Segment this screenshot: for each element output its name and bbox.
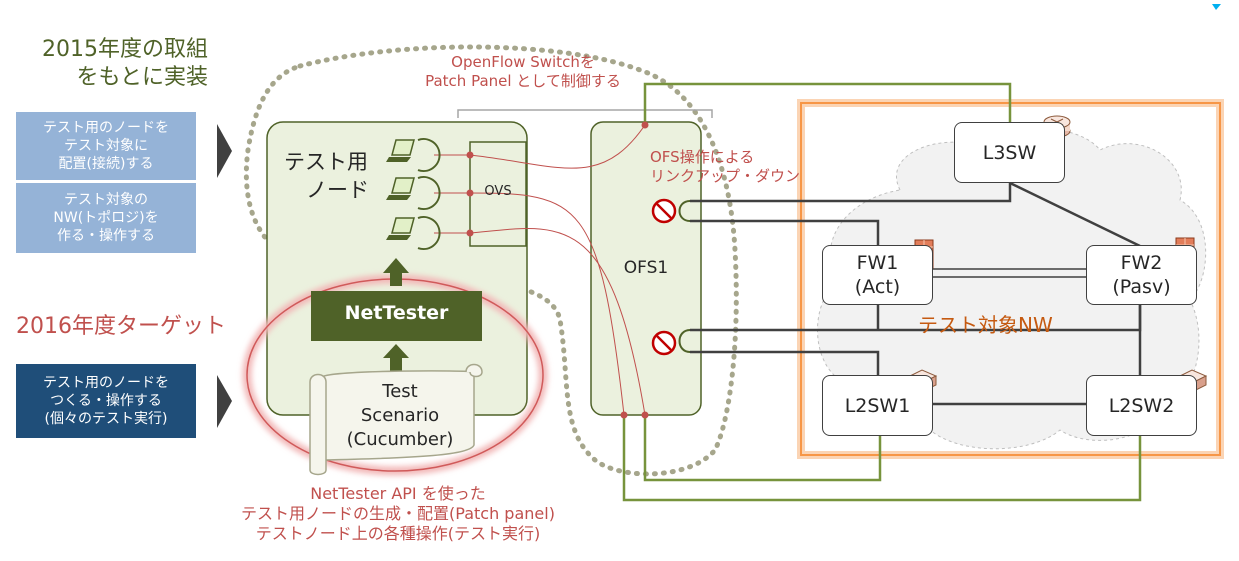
api-note-line: テストノード上の各種操作(テスト実行): [255, 524, 541, 543]
device-l2sw2: L2SW2: [1086, 375, 1197, 436]
heading-2015-line2: をもとに実装: [76, 65, 208, 90]
ofs1-label: OFS1: [623, 258, 669, 278]
laptop-icon: [386, 177, 415, 200]
nettester-box: [311, 291, 482, 341]
device-l3sw: L3SW: [954, 122, 1065, 183]
ofs-port-down-upper: [651, 198, 691, 224]
test-node-1: [386, 138, 441, 172]
up-arrow-icon: [383, 258, 409, 286]
up-arrow-icon: [383, 344, 409, 371]
device-fw1-name: FW1: [856, 252, 899, 274]
device-l2sw2-label: L2SW2: [1108, 394, 1175, 417]
heading-2015-line1: 2015年度の取組: [42, 37, 208, 62]
scroll-icon: [309, 363, 483, 476]
openflow-bracket: [457, 109, 713, 118]
openflow-note-line2: Patch Panel として制御する: [425, 72, 621, 90]
patch-lines: [434, 124, 646, 416]
left-box-line: テスト対象に: [64, 138, 148, 154]
scenario-line: (Cucumber): [346, 429, 454, 450]
arrow-right-icon: [217, 124, 232, 178]
fw-sync-link: [932, 268, 1086, 278]
arrow-right-icon: [217, 375, 232, 428]
openflow-note-line1: OpenFlow Switchを: [451, 53, 595, 71]
dark-links: [690, 181, 1142, 406]
laptop-icon: [386, 139, 415, 162]
ofs-note-line2: リンクアップ・ダウン: [650, 167, 801, 185]
device-fw2-name: FW2: [1120, 252, 1163, 274]
openflow-note: OpenFlow Switchを Patch Panel として制御する: [398, 53, 648, 91]
test-node-2: [386, 176, 441, 210]
left-box-line: 作る・操作する: [57, 228, 155, 244]
test-node-3: [386, 216, 441, 250]
api-note-line: NetTester API を使った: [310, 484, 486, 503]
no-entry-icon-bar: [656, 335, 672, 351]
heading-2016: 2016年度ターゲット: [16, 314, 226, 339]
left-box-line: つくる・操作する: [50, 393, 162, 409]
heading-2015: 2015年度の取組 をもとに実装: [20, 36, 208, 92]
test-node-label: テスト用 ノード: [284, 148, 384, 204]
left-box-line: (個々のテスト実行): [44, 411, 168, 427]
left-box-line: NW(トポロジ)を: [53, 210, 159, 226]
no-entry-icon-bar: [656, 203, 672, 219]
device-l2sw1: L2SW1: [822, 375, 933, 436]
target-nw-label: テスト対象NW: [918, 313, 1053, 337]
test-node-label-line1: テスト用: [284, 150, 368, 174]
left-box-line: テスト用のノードを: [43, 120, 169, 136]
api-note: NetTester API を使った テスト用ノードの生成・配置(Patch p…: [198, 484, 598, 544]
left-box-operate-node: テスト用のノードを つくる・操作する (個々のテスト実行): [16, 364, 196, 438]
laptop-icon: [386, 217, 415, 240]
device-fw1-role: (Act): [854, 276, 901, 298]
device-l2sw1-label: L2SW1: [844, 394, 911, 417]
ofs-note: OFS操作による リンクアップ・ダウン: [650, 148, 850, 186]
corner-mark: [1212, 4, 1221, 10]
scenario-line: Scenario: [360, 405, 440, 426]
nettester-label: NetTester: [344, 302, 449, 324]
api-note-line: テスト用ノードの生成・配置(Patch panel): [241, 504, 555, 523]
left-box-line: テスト用のノードを: [43, 375, 169, 391]
device-fw2: FW2 (Pasv): [1086, 245, 1197, 305]
test-scenario-label: Test Scenario (Cucumber): [330, 380, 470, 452]
test-node-label-line2: ノード: [306, 178, 369, 202]
green-links: [622, 82, 1142, 502]
device-fw2-role: (Pasv): [1112, 276, 1171, 298]
left-box-place-node: テスト用のノードを テスト対象に 配置(接続)する: [16, 112, 196, 180]
ofs-port-down-lower: [651, 329, 691, 356]
left-box-line: テスト対象の: [64, 192, 148, 208]
ofs-note-line1: OFS操作による: [650, 148, 755, 166]
device-fw1: FW1 (Act): [822, 245, 933, 305]
ovs-label: OVS: [484, 184, 512, 199]
scenario-line: Test: [382, 381, 418, 402]
patch-ports: [466, 121, 649, 419]
device-l3sw-label: L3SW: [982, 141, 1037, 164]
left-box-line: 配置(接続)する: [58, 156, 154, 172]
left-box-topology: テスト対象の NW(トポロジ)を 作る・操作する: [16, 183, 196, 253]
